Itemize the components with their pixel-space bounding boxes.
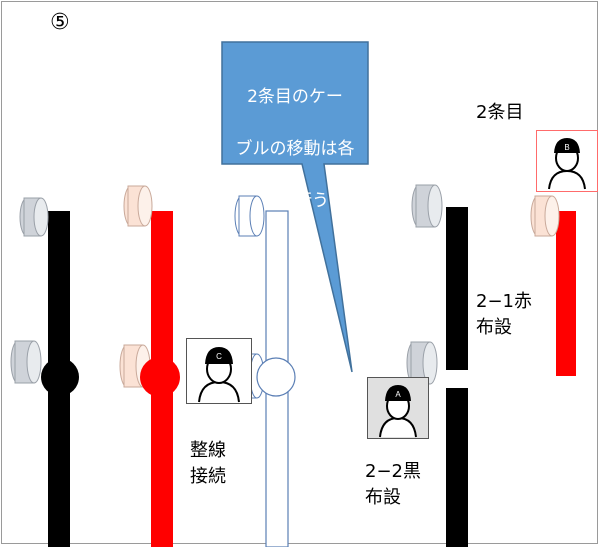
cable-reel-icon [119, 344, 151, 388]
callout-line-2: ブルの移動は各 [235, 139, 355, 159]
cable-reel-icon [10, 340, 42, 384]
red-cable-2 [556, 211, 576, 376]
black-cable-2-lower [446, 388, 468, 547]
label-lay-2-1-red: 2−1赤 布設 [476, 291, 532, 338]
black-cable-2-upper [446, 207, 468, 370]
connection-node-icon [256, 357, 296, 397]
connection-node-icon [41, 358, 79, 396]
worker-b-letter: B [564, 143, 569, 152]
cable-reel-icon [234, 195, 265, 237]
worker-c-letter: C [216, 352, 222, 361]
cable-reel-icon [406, 341, 438, 385]
worker-a-letter: A [395, 390, 401, 399]
worker-icon: C [198, 347, 240, 403]
worker-icon: B [548, 138, 586, 190]
connection-node-icon [140, 357, 180, 397]
cable-reel-icon [530, 195, 560, 237]
callout-line-3: 班で行う [261, 191, 329, 211]
worker-b: B [536, 130, 598, 192]
callout-text: 2条目のケー ブルの移動は各 班で行う [226, 58, 364, 214]
cable-reel-icon [19, 197, 49, 237]
worker-c: C [186, 338, 252, 404]
worker-a: A [367, 377, 429, 439]
callout-line-1: 2条目のケー [247, 87, 343, 107]
label-arrange-connect: 整線 接続 [190, 440, 226, 487]
cable-reel-icon [411, 184, 443, 228]
label-second-line: 2条目 [476, 102, 524, 123]
cable-reel-icon [123, 185, 153, 227]
step-marker: ⑤ [50, 10, 70, 35]
worker-icon: A [379, 385, 417, 438]
label-lay-2-2-black: 2−2黒 布設 [365, 461, 421, 508]
